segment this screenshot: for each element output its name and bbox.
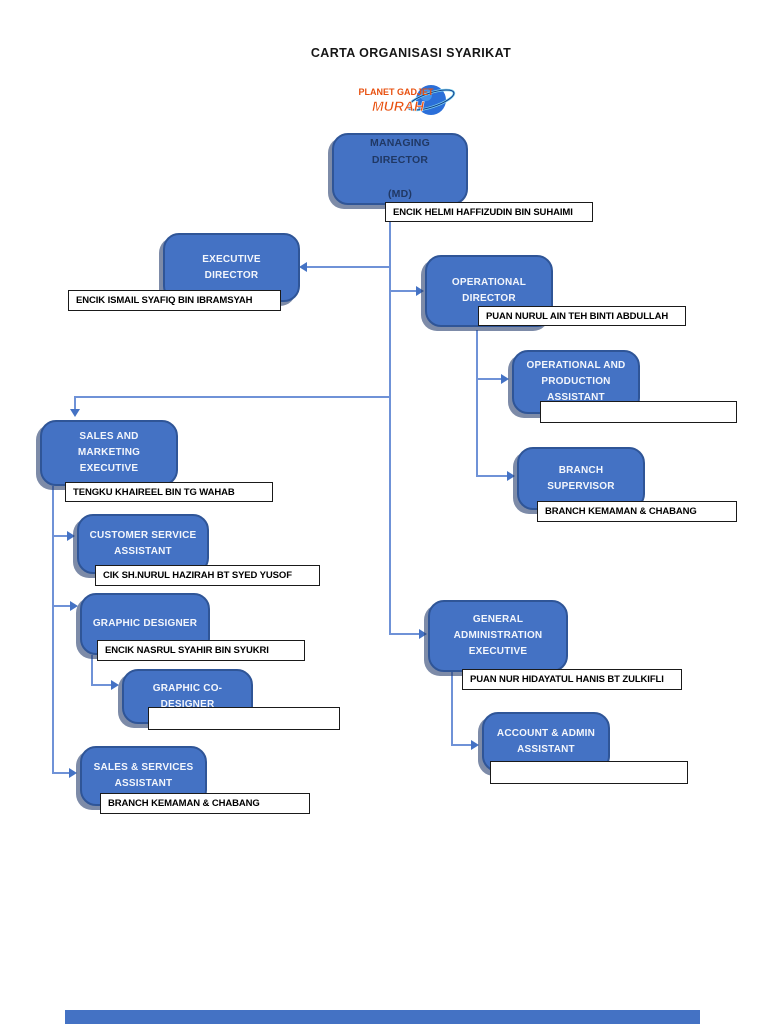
- arrowhead-general-admin: [419, 629, 427, 639]
- org-node-branch-supervisor: BRANCH SUPERVISOR: [517, 447, 645, 510]
- connector-to-sales-marketing-vertical: [74, 396, 76, 410]
- org-node-managing-director: MANAGING DIRECTOR (MD): [332, 133, 468, 205]
- org-node-general-admin-executive: GENERAL ADMINISTRATION EXECUTIVE: [428, 600, 568, 672]
- name-text-graphic-designer: ENCIK NASRUL SYAHIR BIN SYUKRI: [105, 645, 269, 656]
- name-text-branch-supervisor: BRANCH KEMAMAN & CHABANG: [545, 506, 697, 517]
- name-text-general-admin-executive: PUAN NUR HIDAYATUL HANIS BT ZULKIFLI: [470, 674, 664, 685]
- arrowhead-op-production-assistant: [501, 374, 509, 384]
- arrowhead-sales-services: [69, 768, 77, 778]
- name-label-sales-services-assistant: BRANCH KEMAMAN & CHABANG: [100, 793, 310, 814]
- name-label-account-admin-assistant: [490, 761, 688, 784]
- logo-text-top: PLANET GADJET: [358, 87, 434, 97]
- name-label-branch-supervisor: BRANCH KEMAMAN & CHABANG: [537, 501, 737, 522]
- connector-graphic-codesigner-horizontal: [91, 684, 114, 686]
- arrowhead-account-admin: [471, 740, 479, 750]
- name-text-sales-marketing-executive: TENGKU KHAIREEL BIN TG WAHAB: [73, 486, 235, 498]
- name-text-sales-services-assistant: BRANCH KEMAMAN & CHABANG: [108, 798, 260, 809]
- node-title-managing-director: MANAGING DIRECTOR (MD): [370, 137, 430, 200]
- connector-to-executive-director: [306, 266, 390, 268]
- arrowhead-graphic-codesigner: [111, 680, 119, 690]
- page-title: CARTA ORGANISASI SYARIKAT: [310, 46, 512, 60]
- org-node-sales-marketing-executive: SALES AND MARKETING EXECUTIVE: [40, 420, 178, 486]
- arrowhead-customer-service: [67, 531, 75, 541]
- connector-graphic-codesigner-vertical: [91, 655, 93, 686]
- connector-operational-branch-vertical: [476, 330, 478, 477]
- connector-to-op-production-assistant: [477, 378, 504, 380]
- name-label-customer-service-assistant: CIK SH.NURUL HAZIRAH BT SYED YUSOF: [95, 565, 320, 586]
- connector-to-sales-services: [53, 772, 72, 774]
- name-label-sales-marketing-executive: TENGKU KHAIREEL BIN TG WAHAB: [65, 482, 273, 502]
- connector-md-vertical: [389, 205, 391, 635]
- org-node-graphic-co-designer: GRAPHIC CO- DESIGNER: [122, 669, 253, 724]
- arrowhead-branch-supervisor: [507, 471, 515, 481]
- node-title-branch-supervisor: BRANCH SUPERVISOR: [547, 464, 615, 492]
- node-title-sales-marketing-executive: SALES AND MARKETING EXECUTIVE: [77, 431, 141, 474]
- node-title-customer-service-assistant: CUSTOMER SERVICE ASSISTANT: [89, 530, 197, 557]
- node-title-op-production-assistant: OPERATIONAL AND PRODUCTION ASSISTANT: [526, 360, 626, 403]
- name-label-general-admin-executive: PUAN NUR HIDAYATUL HANIS BT ZULKIFLI: [462, 669, 682, 690]
- planet-icon: PLANET GADJET MURAH: [358, 85, 456, 115]
- company-logo: PLANET GADJET MURAH: [352, 80, 464, 124]
- connector-to-branch-supervisor: [477, 475, 510, 477]
- name-label-managing-director: ENCIK HELMI HAFFIZUDIN BIN SUHAIMI: [385, 202, 593, 222]
- arrowhead-operational-director: [416, 286, 424, 296]
- node-title-executive-director: EXECUTIVE DIRECTOR: [202, 253, 261, 281]
- org-node-customer-service-assistant: CUSTOMER SERVICE ASSISTANT: [77, 514, 209, 574]
- name-label-graphic-designer: ENCIK NASRUL SYAHIR BIN SYUKRI: [97, 640, 305, 661]
- arrowhead-graphic-designer: [70, 601, 78, 611]
- connector-sales-branch-vertical: [52, 486, 54, 774]
- connector-to-sales-marketing-horizontal: [75, 396, 391, 398]
- name-label-executive-director: ENCIK ISMAIL SYAFIQ BIN IBRAMSYAH: [68, 290, 281, 311]
- arrowhead-executive-director: [299, 262, 307, 272]
- name-label-operational-director: PUAN NURUL AIN TEH BINTI ABDULLAH: [478, 306, 686, 326]
- connector-account-admin-horizontal: [451, 744, 474, 746]
- connector-to-general-admin: [391, 633, 422, 635]
- arrowhead-sales-marketing: [70, 409, 80, 417]
- name-text-executive-director: ENCIK ISMAIL SYAFIQ BIN IBRAMSYAH: [76, 295, 253, 306]
- node-title-graphic-designer: GRAPHIC DESIGNER: [92, 618, 198, 629]
- footer-bar: [65, 1010, 700, 1024]
- connector-to-operational-director: [391, 290, 419, 292]
- name-text-customer-service-assistant: CIK SH.NURUL HAZIRAH BT SYED YUSOF: [103, 570, 292, 581]
- name-label-graphic-co-designer: [148, 707, 340, 730]
- logo-text-bottom: MURAH: [372, 98, 425, 114]
- name-text-managing-director: ENCIK HELMI HAFFIZUDIN BIN SUHAIMI: [393, 206, 573, 218]
- node-title-graphic-co-designer: GRAPHIC CO- DESIGNER: [152, 682, 223, 710]
- connector-to-customer-service: [53, 535, 70, 537]
- connector-account-admin-vertical: [451, 672, 453, 746]
- node-title-account-admin-assistant: ACCOUNT & ADMIN ASSISTANT: [496, 728, 596, 755]
- connector-to-graphic-designer: [53, 605, 73, 607]
- name-label-op-production-assistant: [540, 401, 737, 423]
- node-title-operational-director: OPERATIONAL DIRECTOR: [451, 277, 527, 304]
- node-title-sales-services-assistant: SALES & SERVICES ASSISTANT: [93, 762, 194, 789]
- node-title-general-admin-executive: GENERAL ADMINISTRATION EXECUTIVE: [453, 614, 543, 657]
- name-text-operational-director: PUAN NURUL AIN TEH BINTI ABDULLAH: [486, 310, 669, 322]
